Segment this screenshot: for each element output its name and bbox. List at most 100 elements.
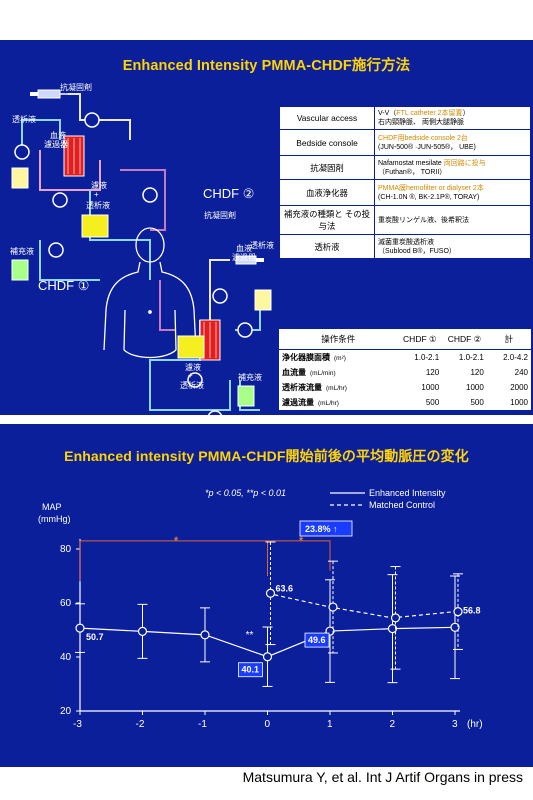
data-point xyxy=(200,630,210,640)
data-point xyxy=(75,623,85,633)
filtrate-bag-left-icon xyxy=(81,214,109,238)
ops-row-unit: (m²) xyxy=(334,355,346,362)
ops-cell: 240 xyxy=(514,368,528,377)
data-point xyxy=(450,622,460,632)
ops-row-unit: (mL/hr) xyxy=(318,400,339,407)
ops-header-cell: CHDF ① xyxy=(397,329,443,350)
hemofilter-left-label-2: 濾過器 xyxy=(44,140,68,149)
ops-header-cell: 計 xyxy=(486,329,531,350)
filtrate-left-label-2: + xyxy=(94,190,99,199)
data-point xyxy=(453,607,463,617)
ops-row-label: 血流量(mL/min) xyxy=(279,365,398,380)
significance-star: * xyxy=(174,534,179,548)
x-tick-label: -2 xyxy=(136,719,145,730)
settings-row-header: 抗凝固剤 xyxy=(279,155,375,180)
x-tick-label: 3 xyxy=(452,719,458,730)
chdf2-label: CHDF ② xyxy=(203,186,255,201)
top-slide-title: Enhanced Intensity PMMA-CHDF施行方法 xyxy=(122,58,411,74)
settings-value-line2: 右内頸静脈、 両側大腿静脈 xyxy=(378,119,464,126)
ops-row-label: 透析液流量 (mL/hr) xyxy=(279,380,398,395)
settings-value-text: Nafamostat mesilate xyxy=(378,159,444,167)
settings-value-text: 重炭酸リンゲル液、後希釈法 xyxy=(378,216,469,224)
data-point xyxy=(137,626,148,636)
ops-row-name: 浄化器膜面積 xyxy=(282,353,330,362)
settings-row-value: PMMA膜hemofilter or dialyser 2本(CH-1.0N ®… xyxy=(374,179,531,206)
settings-row-header: Vascular access xyxy=(279,106,375,130)
dialysate-left-label: 透析液 xyxy=(12,115,36,124)
bottom-slide-title: Enhanced intensity PMMA-CHDF開始前後の平均動脈圧の変… xyxy=(64,448,469,464)
settings-row-value: 重炭酸リンゲル液、後希釈法 xyxy=(374,205,531,235)
x-tick-label: 0 xyxy=(265,719,271,730)
settings-value-highlight: 両回路に投与 xyxy=(443,159,486,167)
ops-cell: 1000 xyxy=(421,383,440,392)
dialysate-bag-right-icon xyxy=(254,289,272,311)
hemofilter-right-label-2: 濾過器 xyxy=(232,253,256,262)
pump-icon xyxy=(212,288,228,304)
ops-row-name: 血流量 xyxy=(282,368,306,377)
series-line-2 xyxy=(267,592,456,619)
significance-marker: ** xyxy=(246,630,254,641)
legend-label: Enhanced Intensity xyxy=(369,488,446,498)
pump-icon xyxy=(142,187,158,203)
ops-row-name: 透析液流量 xyxy=(282,383,322,392)
citation-bar: Matsumura Y, et al. Int J Artif Organs i… xyxy=(0,767,533,800)
settings-value-text: V-V（ xyxy=(378,110,397,117)
x-tick-label: -3 xyxy=(73,719,82,730)
data-point xyxy=(265,588,276,598)
replacement-right-label: 補充液 xyxy=(238,373,262,382)
value-label-box xyxy=(238,662,263,678)
settings-row-value: Nafamostat mesilate 両回路に投与（Futhan®， TORI… xyxy=(374,155,531,180)
x-axis-label: (hr) xyxy=(467,719,483,730)
ops-cell: 1000 xyxy=(510,398,528,407)
data-point xyxy=(390,613,401,623)
settings-row-header: Bedside console xyxy=(279,129,375,156)
replacement-bag-left-icon xyxy=(11,259,29,281)
filtrate-left-label-1: 濾液 xyxy=(91,181,107,190)
ops-cell: 120 xyxy=(425,368,440,377)
ops-cell: 500 xyxy=(470,398,484,407)
ops-cell: 1.0-2.1 xyxy=(414,353,440,362)
x-tick-label: 1 xyxy=(327,719,333,730)
ops-row: 濾過流量 (mL/hr) 500 500 1000 xyxy=(279,395,531,410)
data-point xyxy=(387,624,398,634)
pump-icon xyxy=(187,372,203,388)
replacement-bag-right-icon xyxy=(237,385,255,407)
ops-cell: 1.0-2.1 xyxy=(458,353,484,362)
value-label: 49.6 xyxy=(308,635,326,645)
data-point xyxy=(328,602,338,612)
settings-row: 補充液の種類と その投与法重炭酸リンゲル液、後希釈法 xyxy=(279,205,531,235)
x-tick-label: 2 xyxy=(390,719,396,730)
ops-row-unit: (mL/hr) xyxy=(326,385,347,392)
ops-cell: 500 xyxy=(425,398,440,407)
settings-row-value: V-V（FTL catheter 2本留置）右内頸静脈、 両側大腿静脈 xyxy=(374,106,531,130)
settings-value-line2: (CH-1.0N ®, BK-2.1P®, TORAY) xyxy=(378,193,480,201)
settings-row-value: 滅菌重炭酸透析液（Sublood B®，FUSO） xyxy=(374,234,531,259)
pump-icon xyxy=(14,144,30,160)
y-tick-label: 80 xyxy=(60,544,72,555)
settings-row-header: 補充液の種類と その投与法 xyxy=(279,205,375,235)
settings-value-text: 滅菌重炭酸透析液 xyxy=(378,238,434,246)
value-label: 40.1 xyxy=(242,665,260,675)
ops-row-name: 濾過流量 xyxy=(282,398,314,407)
pump-icon xyxy=(52,192,68,208)
patient-body-icon xyxy=(103,227,197,359)
x-tick-label: -1 xyxy=(198,719,207,730)
anticoag-right-label: 抗凝固剤 xyxy=(204,211,236,220)
value-label-box xyxy=(304,632,330,648)
filtrate-right-label-3: 透析液 xyxy=(180,381,204,390)
settings-row-value: CHDF用bedside console 2台(JUN-500® ·JUN-50… xyxy=(374,129,531,156)
settings-value-line2: (JUN-500® ·JUN-505®， UBE) xyxy=(378,143,476,151)
hemofilter-left-icon xyxy=(63,135,85,177)
significance-bracket xyxy=(79,540,268,582)
value-label: 63.6 xyxy=(276,583,294,593)
settings-row-header: 透析液 xyxy=(279,234,375,259)
settings-row-header: 血液浄化器 xyxy=(279,179,375,206)
